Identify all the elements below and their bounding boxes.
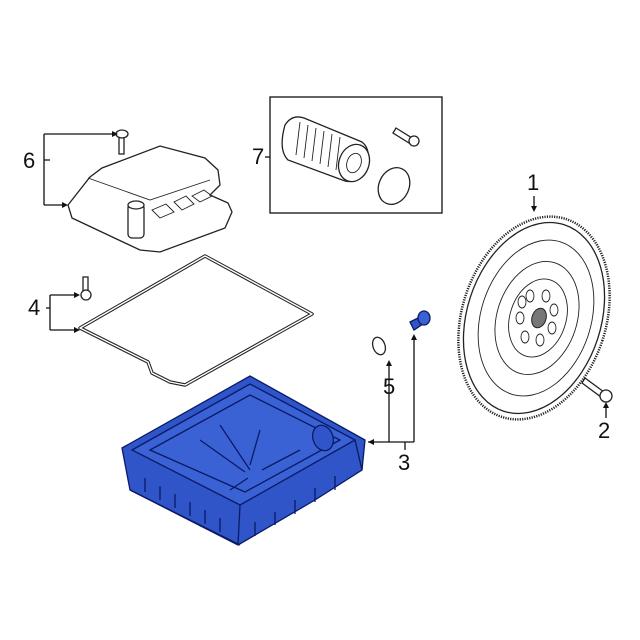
drain-oring-icon [371,336,387,356]
callout-4: 4 [28,295,41,320]
filter-cover-icon [67,145,233,253]
callout-1: 1 [527,170,540,195]
callout-6: 6 [23,148,36,173]
flywheel-bolt-icon [581,377,613,403]
drain-plug-icon [409,310,431,331]
callout-3: 3 [398,450,411,475]
oil-pan-icon [121,375,366,546]
pan-gasket-icon [78,254,314,387]
filter-cartridge-icon [281,116,371,183]
filter-oring-icon [377,167,411,205]
gasket-bolt-icon [80,276,92,301]
callout-5: 5 [383,374,396,399]
flywheel-icon [457,215,611,421]
callout-7: 7 [252,144,265,169]
filter-kit-box [269,96,443,214]
callout-2: 2 [598,418,611,443]
filter-bolt-icon [392,127,420,147]
cover-screw-icon [115,129,129,155]
